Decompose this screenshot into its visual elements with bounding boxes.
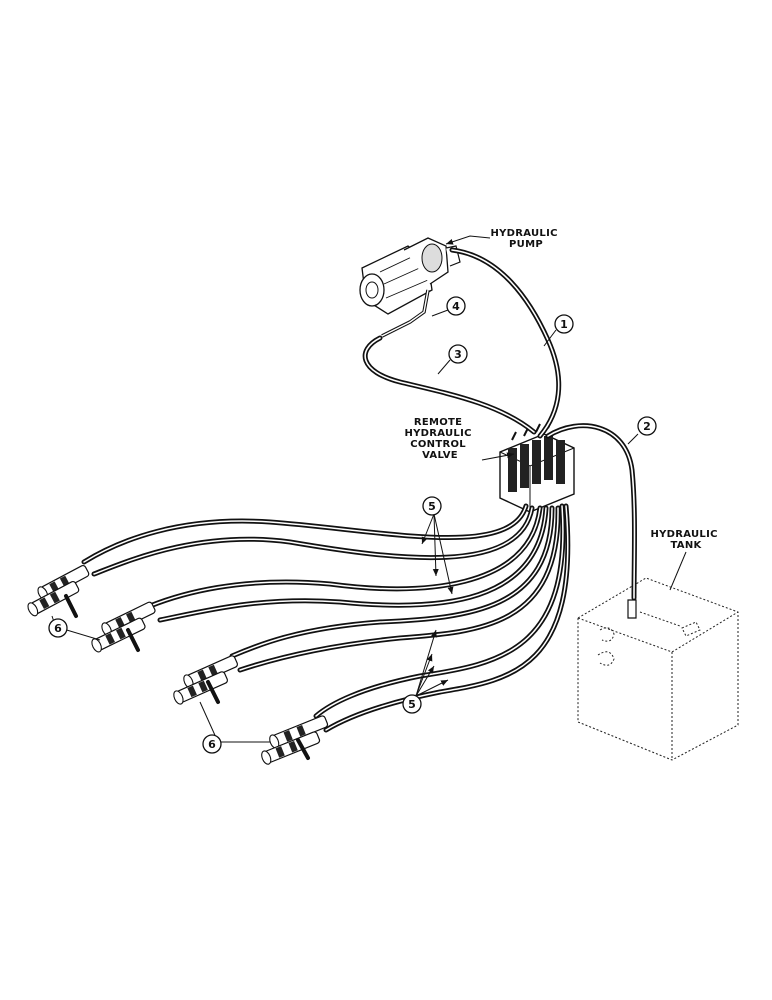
hydraulic-tank	[577, 577, 739, 761]
callout-4: 4	[446, 296, 466, 316]
callout-5-lower: 5	[402, 694, 422, 714]
svg-text:1: 1	[560, 318, 568, 331]
callout-3: 3	[448, 344, 468, 364]
svg-text:5: 5	[408, 698, 416, 711]
coupler-set-2	[91, 601, 156, 653]
callout-6-lower: 6	[202, 734, 222, 754]
callout-6-upper: 6	[48, 618, 68, 638]
hydraulic-tank-label: HYDRAULIC TANK	[650, 529, 721, 551]
svg-text:2: 2	[643, 420, 651, 433]
coupler-set-1	[27, 564, 90, 618]
hose-line-3	[362, 335, 537, 435]
coupler-set-3	[173, 655, 239, 705]
svg-text:6: 6	[208, 738, 216, 751]
coupler-set-4	[261, 715, 329, 765]
svg-text:5: 5	[428, 500, 436, 513]
svg-text:6: 6	[54, 622, 62, 635]
tube-line-4	[381, 289, 430, 338]
remote-hydraulic-control-valve	[499, 419, 575, 513]
callout-1: 1	[554, 314, 574, 334]
hydraulic-pump-label: HYDRAULIC PUMP	[490, 228, 561, 250]
callout-5-upper: 5	[422, 496, 442, 516]
svg-text:3: 3	[454, 348, 462, 361]
hose-return-line-2	[545, 423, 637, 601]
callout-2: 2	[637, 416, 657, 436]
control-valve-label: REMOTE HYDRAULIC CONTROL VALVE	[404, 417, 475, 461]
hose-pressure-line-1	[449, 247, 562, 439]
svg-text:4: 4	[452, 300, 460, 313]
hydraulic-pump	[359, 237, 461, 315]
leader-lines	[51, 235, 687, 743]
remote-hoses-5	[81, 503, 571, 733]
